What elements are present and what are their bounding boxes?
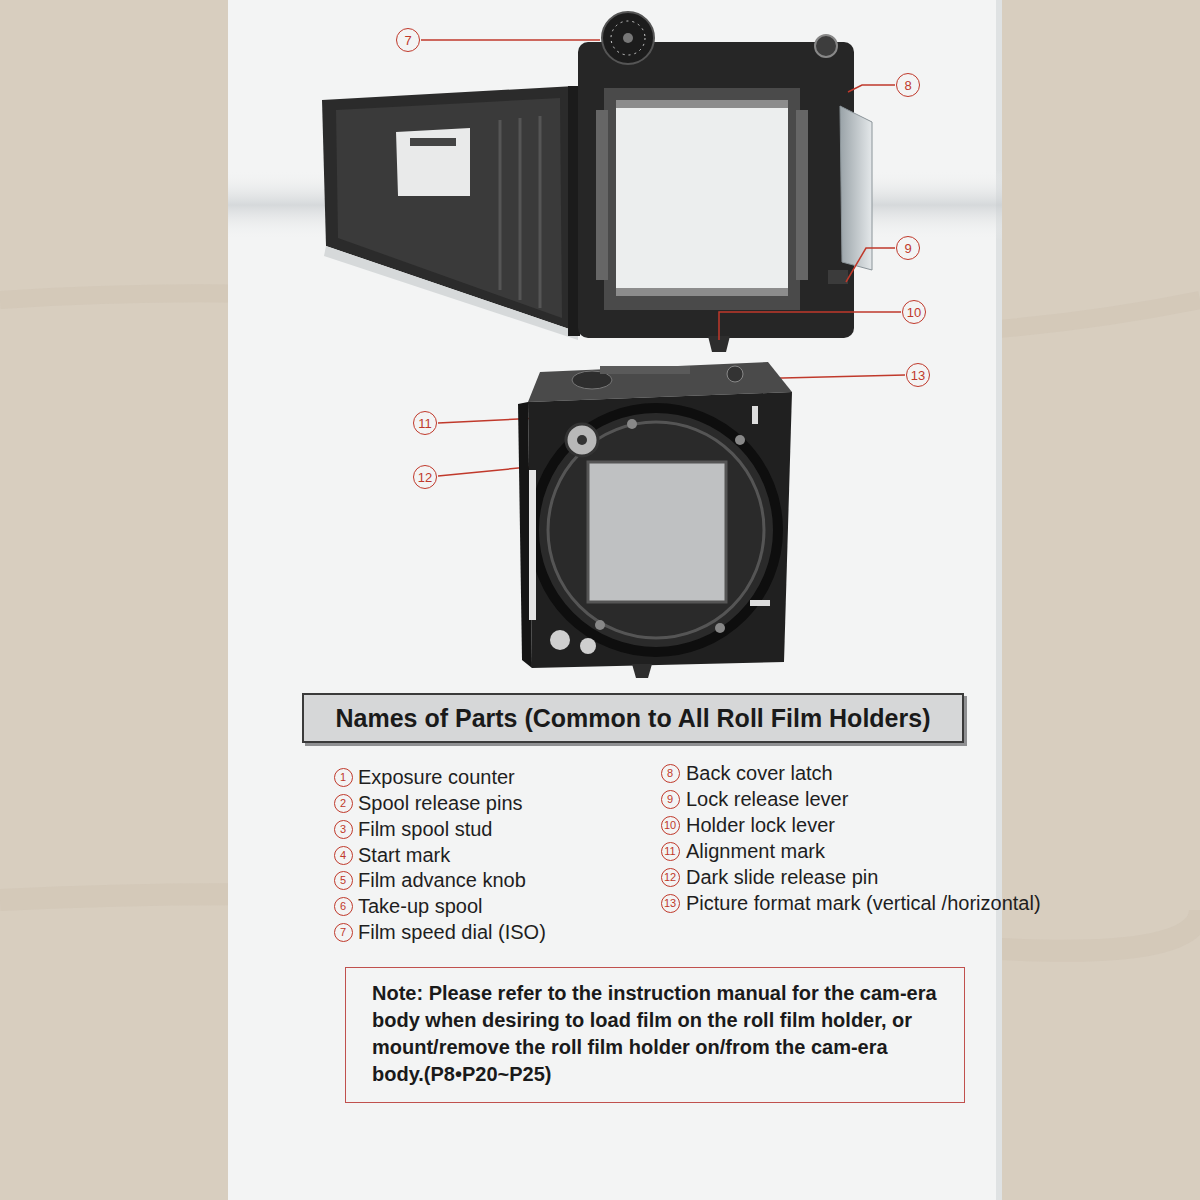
- part-name: Picture format mark (vertical /horizonta…: [686, 890, 1041, 916]
- part-name: Film speed dial (ISO): [358, 919, 546, 945]
- part-name: Film spool stud: [358, 816, 493, 842]
- section-heading: Names of Parts (Common to All Roll Film …: [336, 704, 931, 733]
- callout-number: 9: [896, 236, 920, 260]
- callout-number: 6: [334, 897, 353, 916]
- callout-number: 12: [661, 868, 680, 887]
- part-name: Start mark: [358, 842, 450, 868]
- part-name: Lock release lever: [686, 786, 848, 812]
- part-name: Dark slide release pin: [686, 864, 878, 890]
- callout-number: 11: [661, 842, 680, 861]
- callout-number: 8: [661, 764, 680, 783]
- callout-number: 10: [661, 816, 680, 835]
- part-name: Exposure counter: [358, 764, 515, 790]
- callout-number: 7: [396, 28, 420, 52]
- part-name: Alignment mark: [686, 838, 825, 864]
- callout-number: 2: [334, 794, 353, 813]
- part-name: Film advance knob: [358, 867, 526, 893]
- note-text: Note: Please refer to the instruction ma…: [372, 980, 942, 1088]
- part-name: Holder lock lever: [686, 812, 835, 838]
- callout-number: 4: [334, 846, 353, 865]
- callout-number: 8: [896, 73, 920, 97]
- callout-number: 7: [334, 923, 353, 942]
- callout-number: 3: [334, 820, 353, 839]
- holder-body-drawing: [518, 362, 792, 678]
- heading-band: Names of Parts (Common to All Roll Film …: [302, 693, 964, 743]
- callout-number: 5: [334, 871, 353, 890]
- part-name: Spool release pins: [358, 790, 523, 816]
- callout-number: 11: [413, 411, 437, 435]
- note-box: Note: Please refer to the instruction ma…: [345, 967, 965, 1103]
- part-name: Back cover latch: [686, 760, 833, 786]
- callout-number: 12: [413, 465, 437, 489]
- callout-number: 10: [902, 300, 926, 324]
- callout-number: 13: [661, 894, 680, 913]
- paper-strip: [228, 0, 1002, 1200]
- part-name: Take-up spool: [358, 893, 483, 919]
- open-holder-drawing: [322, 12, 872, 352]
- callout-number: 1: [334, 768, 353, 787]
- callout-number: 13: [906, 363, 930, 387]
- callout-number: 9: [661, 790, 680, 809]
